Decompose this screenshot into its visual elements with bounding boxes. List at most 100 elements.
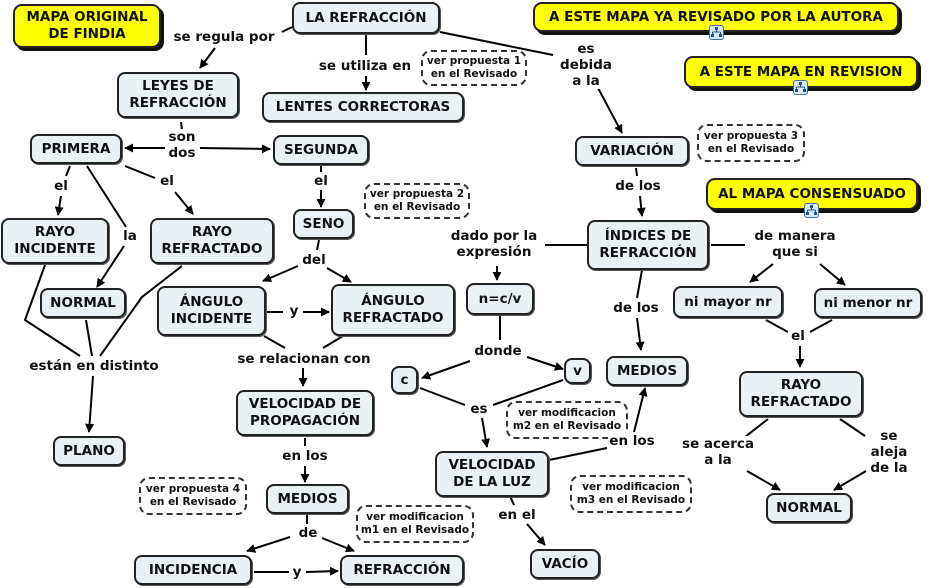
edge [99,265,183,357]
concept-ni-menor-nr[interactable]: ni menor nr [814,288,922,318]
link-de-los: de los [612,300,660,316]
edge [246,536,291,553]
link-estan-en-distinto: están en distinto [28,358,160,374]
concept-vacio[interactable]: VACÍO [530,549,600,579]
link-el: el [53,178,69,194]
concept-map-link-icon[interactable] [793,80,808,95]
note-propuesta-1: ver propuesta 1 en el Revisado [421,50,527,86]
link-del: del [301,252,327,268]
edge [765,319,789,333]
link-y: y [291,564,303,580]
link-dado-por-la-expresion: dado por la expresión [449,228,539,260]
link-de-los: de los [614,178,662,194]
concept-seno[interactable]: SENO [293,209,354,239]
edge [633,387,648,433]
consensus-map-link[interactable]: AL MAPA CONSENSUADO [706,178,918,210]
original-map-link[interactable]: MAPA ORIGINAL DE FINDIA [13,4,161,48]
edge [263,335,286,349]
edge [526,356,564,371]
concept-variacion[interactable]: VARIACIÓN [575,136,689,166]
link-donde: donde [473,343,523,359]
concept-segunda[interactable]: SEGUNDA [273,135,369,165]
edge [124,165,156,179]
link-son-dos: son dos [167,129,197,161]
edge [85,375,95,433]
link-se-utiliza-en: se utiliza en [317,58,413,74]
concept-map-link-icon[interactable] [804,203,819,218]
edge [548,447,608,461]
link-el: el [313,173,329,189]
concept-lentes-correctoras[interactable]: LENTES CORRECTORAS [262,92,464,122]
note-modificacion-m3: ver modificacion m3 en el Revisado [570,475,692,513]
edge [85,319,93,357]
concept-medios[interactable]: MEDIOS [266,484,349,514]
edge [174,191,194,215]
concept-rayo-refractado-2[interactable]: RAYO REFRACTADO [739,371,863,417]
concept-velocidad-propagacion[interactable]: VELOCIDAD DE PROPAGACIÓN [236,390,374,436]
edge [636,195,646,217]
link-de: de [297,525,319,541]
link-es-debida-a-la: es debida a la [559,41,613,89]
concept-map-link-icon[interactable] [709,25,724,40]
concept-incidencia[interactable]: INCIDENCIA [134,555,252,585]
concept-angulo-refractado[interactable]: ÁNGULO REFRACTADO [331,284,455,336]
edge [321,537,355,553]
edge [839,418,866,437]
concept-rayo-incidente[interactable]: RAYO INCIDENTE [1,218,109,264]
link-se-regula-por: se regula por [172,29,276,45]
concept-medios-2[interactable]: MEDIOS [606,356,688,386]
edge [509,495,515,506]
edge [322,335,344,349]
concept-c[interactable]: c [391,366,418,394]
edge [326,267,352,283]
concept-primera[interactable]: PRIMERA [30,134,122,164]
concept-ni-mayor-nr[interactable]: ni mayor nr [673,286,783,318]
link-en-los: en los [608,433,656,449]
edge [481,417,491,448]
concept-indices-refraccion[interactable]: ÍNDICES DE REFRACCIÓN [587,220,709,270]
note-propuesta-3: ver propuesta 3 en el Revisado [697,124,805,162]
link-se-acerca-a-la: se acerca a la [681,436,755,468]
edge [262,265,299,282]
edge [54,195,64,216]
link-se-relacionan-con: se relacionan con [236,351,372,367]
link-de-manera-que-si: de manera que si [753,228,837,260]
link-es: es [469,401,489,417]
edge [86,165,127,228]
concept-v[interactable]: v [564,358,591,384]
concept-la-refraccion[interactable]: LA REFRACCIÓN [292,2,440,34]
note-propuesta-2: ver propuesta 2 en el Revisado [364,183,470,219]
concept-normal[interactable]: NORMAL [40,288,126,318]
note-modificacion-m2: ver modificacion m2 en el Revisado [506,401,628,439]
edge [316,239,320,251]
edge [96,245,125,288]
edge [492,379,564,406]
link-se-aleja-de-la: se aleja de la [868,428,910,476]
edge [635,317,645,351]
edge [833,470,867,491]
link-en-los: en los [281,448,329,464]
edge [439,31,554,56]
concept-leyes-refraccion[interactable]: LEYES DE REFRACCIÓN [117,72,239,118]
edge [199,47,216,69]
concept-plano[interactable]: PLANO [53,436,125,466]
note-modificacion-m1: ver modificacion m1 en el Revisado [356,505,474,543]
concept-refraccion[interactable]: REFRACCIÓN [340,555,464,585]
link-y: y [288,303,300,319]
edge [744,418,769,438]
link-en-el: en el [497,507,537,523]
concept-normal-2[interactable]: NORMAL [766,493,852,523]
edge [746,470,781,491]
edge [749,263,774,283]
edge [305,566,339,576]
concept-rayo-refractado[interactable]: RAYO REFRACTADO [150,218,274,264]
concept-formula[interactable]: n=c/v [466,283,534,315]
concept-velocidad-luz[interactable]: VELOCIDAD DE LA LUZ [435,451,549,497]
edge [526,523,546,546]
link-la: la [122,228,138,244]
concept-angulo-incidente[interactable]: ÁNGULO INCIDENTE [157,286,266,336]
edge [23,264,81,357]
link-el: el [159,173,175,189]
edge [597,87,623,134]
